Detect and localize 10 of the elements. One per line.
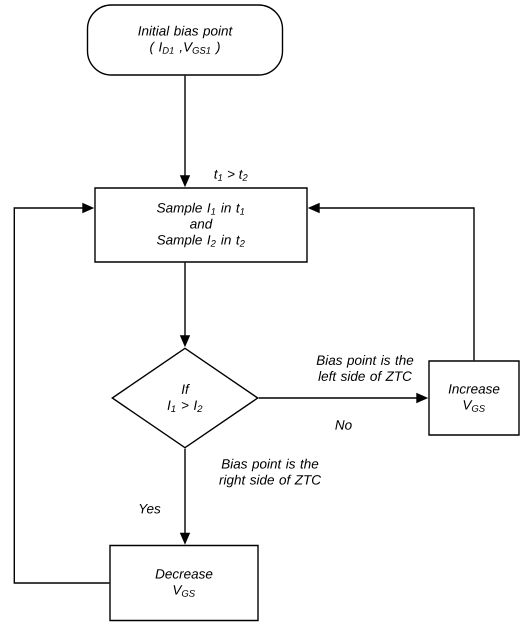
process-box: Decrease V$_{GS}$ (109, 544, 259, 622)
process-box: Increase V$_{GS}$ (428, 360, 520, 436)
note-label: Bias point is the right side of ZTC (219, 458, 322, 488)
arrow (14, 202, 110, 584)
start-terminal: Initial bias point ( I$_{D1}$ ,V$_{GS1}$ ) (86, 4, 284, 76)
note-label: Bias point is the left side of ZTC (316, 355, 414, 381)
edge-label: No (335, 420, 352, 430)
beside-label: t$_{1}$ > t$_{2}$ (214, 170, 248, 181)
process-box: Sample I$_{1}$ in t$_{1}$ and Sample I$_{2}$ in t$_{2}$ (94, 187, 308, 263)
edge-label: Yes (140, 504, 160, 514)
